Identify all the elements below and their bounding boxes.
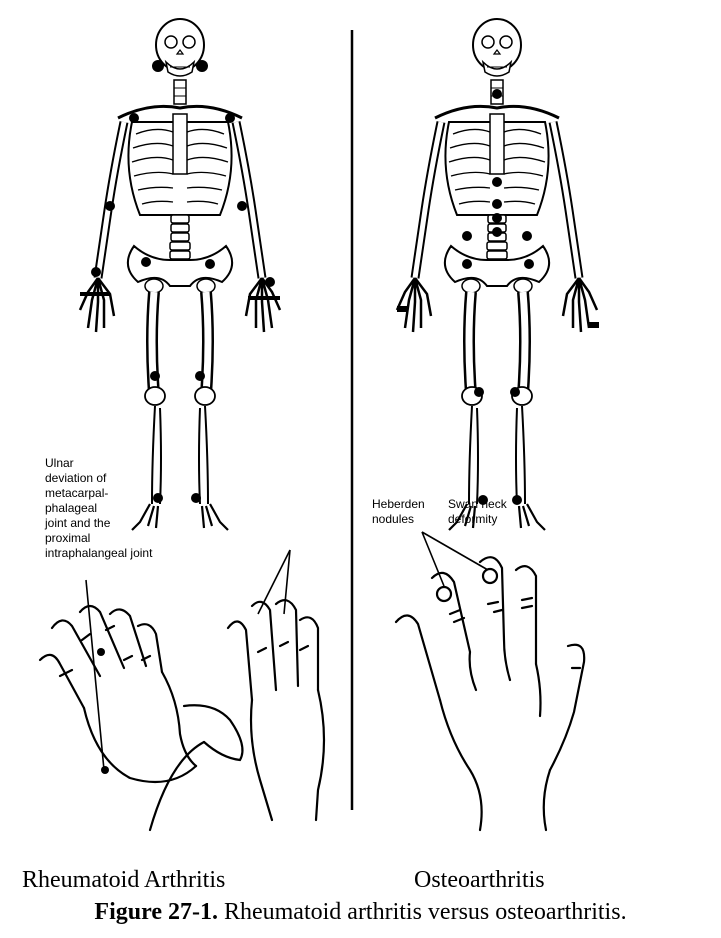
ulnar-deviation-label: Ulnar deviation of metacarpal- phalageal… — [45, 456, 245, 561]
heberden-nodules-label: Heberden nodules — [372, 497, 492, 527]
skeleton-osteoarthritis — [397, 19, 599, 530]
figure-number: Figure 27-1. — [94, 899, 218, 925]
skeleton-rheumatoid — [80, 19, 280, 530]
figure-illustration — [0, 0, 721, 840]
ra-hands-drawing — [40, 600, 324, 830]
osteoarthritis-panel-label: Osteoarthritis — [414, 866, 545, 894]
rheumatoid-panel-label: Rheumatoid Arthritis — [22, 866, 225, 894]
figure-caption: Figure 27-1. Rheumatoid arthritis versus… — [0, 897, 721, 927]
caption-text: Rheumatoid arthritis versus osteoarthrit… — [218, 899, 627, 925]
oa-hand-drawing — [396, 557, 584, 830]
swan-neck-pointer — [258, 550, 290, 614]
